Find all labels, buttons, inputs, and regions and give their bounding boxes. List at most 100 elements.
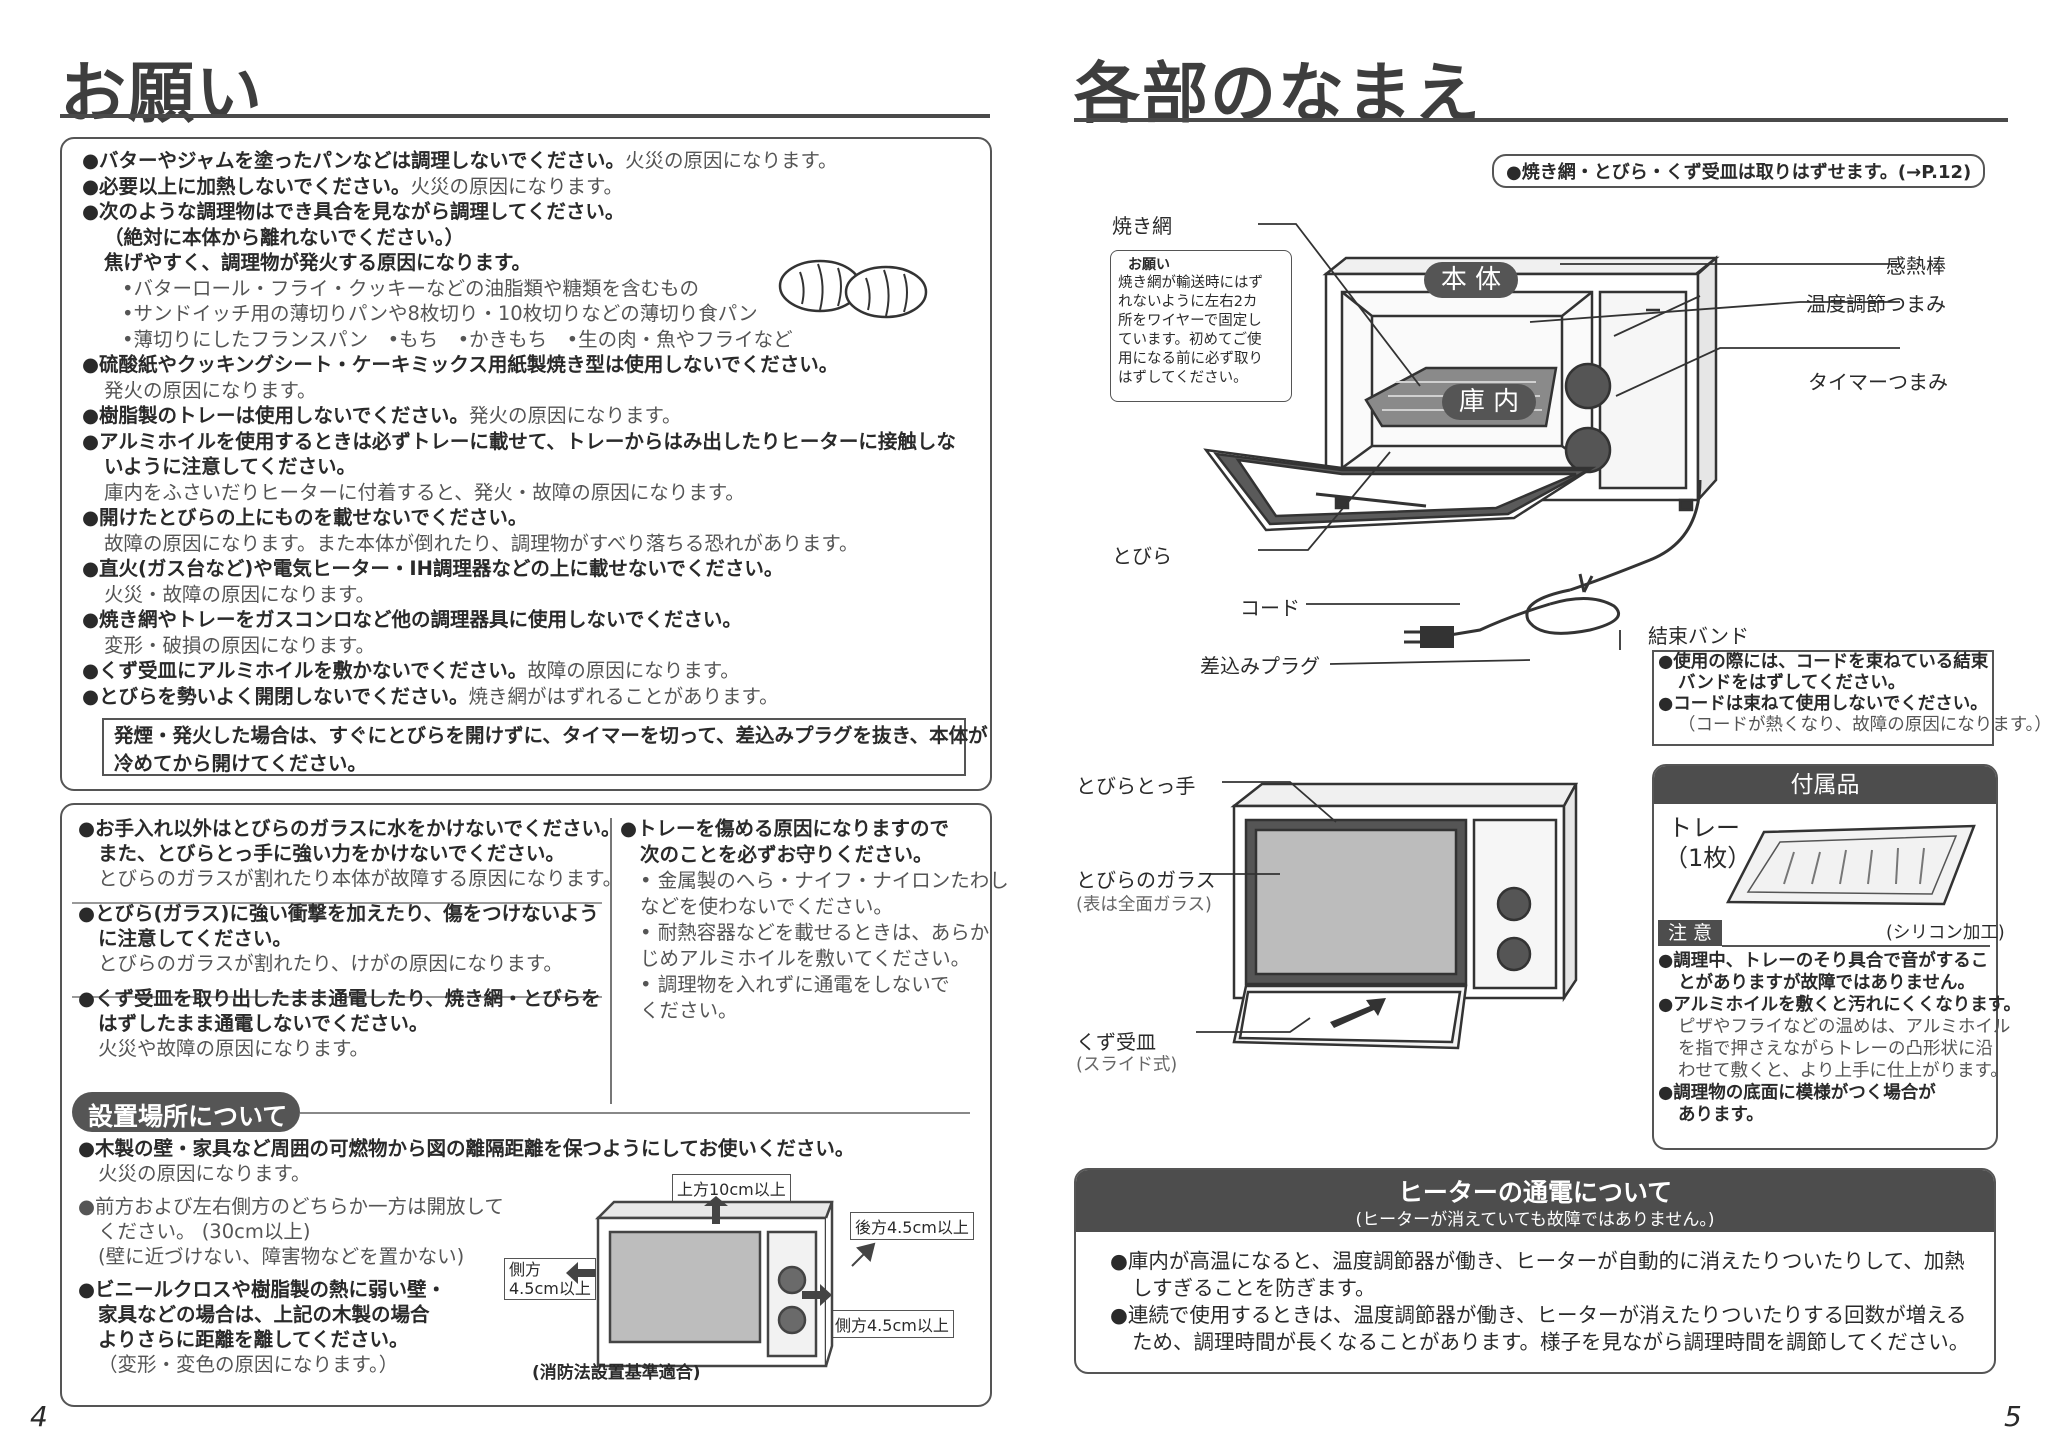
label-kuzu: くず受皿 <box>1076 1030 1156 1054</box>
leader-lines-bottom <box>1196 781 1337 1033</box>
caution-line: ●硫酸紙やクッキングシート・ケーキミックス用紙製焼き型は使用しないでください。 <box>82 352 982 378</box>
note-line-bold: ●使用の際には、コードを束ねている結束 <box>1658 652 1989 672</box>
label-glass-sub: (表は全面ガラス) <box>1076 895 1212 915</box>
placement-header-rule <box>300 1112 970 1114</box>
caution-line: （絶対に本体から離れないでください。） <box>82 225 982 251</box>
title-rule-left <box>60 114 990 118</box>
note-line-text: (壁に近づけない、障害物などを置かない) <box>98 1245 465 1268</box>
label-kessoku: 結束バンド <box>1648 624 1749 648</box>
note-line: よりさらに距離を離してください。 <box>78 1327 538 1352</box>
note-line-bold: ●調理物の底面に模様がつく場合が <box>1658 1083 1936 1103</box>
caution-line-note: •サンドイッチ用の薄切りパンや8枚切り・10枚切りなどの薄切り食パン <box>122 302 758 325</box>
column-divider <box>610 818 612 1104</box>
heater-line: しすぎることを防ぎます。 <box>1132 1276 1376 1300</box>
note-line-bold: バンドをはずしてください。 <box>1678 673 1906 693</box>
note-line: ●コードは束ねて使用しないでください。 <box>1658 694 1994 715</box>
bread-icon <box>778 259 928 319</box>
note-line: • 耐熱容器などを載せるときは、あらか <box>620 920 989 946</box>
note-line: ●くず受皿を取り出したまま通電したり、焼き網・とびらを <box>78 986 608 1011</box>
heater-title: ヒーターの通電について <box>1397 1178 1673 1207</box>
note-line-bold: あります。 <box>1678 1105 1764 1125</box>
caution-line-note: 故障の原因になります。 <box>527 659 740 682</box>
tray-illustration <box>1725 824 1976 906</box>
note-line: ●前方および左右側方のどちらか一方は開放して <box>78 1194 538 1219</box>
label-ondo: 温度調節つまみ <box>1806 292 1946 316</box>
note-line-text: を指で押さえながらトレーの凸形状に沿 <box>1678 1039 1993 1059</box>
arrow-back-icon <box>851 1242 876 1267</box>
onegai-small-line: 所をワイヤーで固定し <box>1118 313 1262 329</box>
note-line-bold: に注意してください。 <box>98 927 292 950</box>
note-line-text: ピザやフライなどの温めは、アルミホイル <box>1678 1017 2011 1037</box>
onegai-small-lines: 焼き網が輸送時にはずれないように左右2カ所をワイヤーで固定しています。初めてご使… <box>1118 274 1294 388</box>
onegai-small-line: はずしてください。 <box>1118 370 1248 386</box>
caution-line: ●必要以上に加熱しないでください。火災の原因になります。 <box>82 174 982 200</box>
note-line: 次のことを必ずお守りください。 <box>620 842 980 868</box>
caution-list-1: ●バターやジャムを塗ったパンなどは調理しないでください。火災の原因になります。●… <box>82 148 982 709</box>
caution-line-note: 変形・破損の原因になります。 <box>104 633 376 657</box>
caution-line-bold: ●次のような調理物はでき具合を見ながら調理してください。 <box>82 200 625 223</box>
note-line-text: 火災や故障の原因になります。 <box>98 1037 370 1060</box>
heater-line: ●連続で使用するときは、温度調節器が働き、ヒーターが消えたりついたりする回数が増… <box>1110 1303 1967 1327</box>
note-line: ●使用の際には、コードを束ねている結束 <box>1658 652 1994 673</box>
caution-line-bold: ●開けたとびらの上にものを載せないでください。 <box>82 506 528 529</box>
note-line-bold: はずしたまま通電しないでください。 <box>98 1012 429 1035</box>
label-timer: タイマーつまみ <box>1808 370 1948 394</box>
distance-side-left-label: 側方 4.5cm以上 <box>504 1258 596 1300</box>
arrow-right-icon <box>802 1284 832 1306</box>
note-line-bold: ●とびら(ガラス)に強い衝撃を加えたり、傷をつけないよう <box>78 902 599 925</box>
onegai-small-line: ています。初めてご使 <box>1118 332 1262 348</box>
heater-header-bg <box>1076 1170 1994 1232</box>
removable-note: ●焼き網・とびら・くず受皿は取りはずせます。(→P.12) <box>1492 154 1986 188</box>
warning-line-1: 発煙・発火した場合は、すぐにとびらを開けずに、タイマーを切って、差込みプラグを抜… <box>114 724 988 747</box>
caution-line-bold: （絶対に本体から離れないでください。） <box>104 225 465 249</box>
caution-line-bold: ●とびらを勢いよく開閉しないでください。 <box>82 684 469 708</box>
note-line-bold: ●調理中、トレーのそり具合で音がするこ <box>1658 951 1989 971</box>
caution-line-note: 故障の原因になります。また本体が倒れたり、調理物がすべり落ちる恐れがあります。 <box>104 531 859 555</box>
note-line: 火災の原因になります。 <box>78 1161 978 1186</box>
caution-line-bold: ●必要以上に加熱しないでください。 <box>82 174 411 198</box>
note-line-text: • 耐熱容器などを載せるときは、あらか <box>640 921 990 944</box>
caution-line-bold: ●くず受皿にアルミホイルを敷かないでください。 <box>82 659 528 682</box>
note-line: ピザやフライなどの温めは、アルミホイル <box>1658 1016 2010 1038</box>
onegai-small-line: 焼き網が輸送時にはず <box>1118 275 1263 291</box>
note-line: を指で押さえながらトレーの凸形状に沿 <box>1658 1038 1994 1060</box>
label-cord: コード <box>1240 596 1300 620</box>
accessory-coating: (シリコン加工) <box>1886 923 2005 943</box>
caution-line: ●次のような調理物はでき具合を見ながら調理してください。 <box>82 199 982 225</box>
note-line-text: ください。 (30cm以上) <box>98 1220 311 1243</box>
heater-line: ●庫内が高温になると、温度調節器が働き、ヒーターが自動的に消えたりついたりして、… <box>1110 1249 1965 1273</box>
note-line: (壁に近づけない、障害物などを置かない) <box>78 1244 538 1269</box>
note-line-bold: ●コードは束ねて使用しないでください。 <box>1658 694 1988 714</box>
note-line-text: とびらのガラスが割れたり本体が故障する原因になります。 <box>98 867 623 890</box>
caution-line-bold: ●樹脂製のトレーは使用しないでください。 <box>82 404 469 427</box>
note-line-text: • 金属製のへら・ナイフ・ナイロンたわし <box>640 869 1009 892</box>
note-line-bold: ●くず受皿を取り出したまま通電したり、焼き網・とびらを <box>78 987 601 1010</box>
cord-note-box <box>1652 650 1994 746</box>
note-line: • 金属製のへら・ナイフ・ナイロンたわし <box>620 868 1009 894</box>
note-line-text: ●前方および左右側方のどちらか一方は開放して <box>78 1195 504 1218</box>
note-line-text: 火災の原因になります。 <box>98 1162 311 1185</box>
label-handle: とびらとっ手 <box>1076 774 1196 798</box>
caution-line: 火災・故障の原因になります。 <box>82 582 982 608</box>
toaster-oven-door-illustration <box>1230 782 1579 1050</box>
label-yakiami: 焼き網 <box>1112 214 1172 238</box>
caution-line: •薄切りにしたフランスパン •もち •かきもち •生の肉・魚やフライなど <box>82 327 982 353</box>
note-line: また、とびらとっ手に強い力をかけないでください。 <box>78 841 608 866</box>
caution-line: ●直火(ガス台など)や電気ヒーター・IH調理器などの上に載せないでください。 <box>82 556 982 582</box>
caution-line: ●アルミホイルを使用するときは必ずトレーに載せて、トレーからはみ出したりヒーター… <box>82 429 982 455</box>
caution-line-note: •薄切りにしたフランスパン •もち •かきもち •生の肉・魚やフライなど <box>122 327 793 351</box>
note-line: わせて敷くと、より上手に仕上がります。 <box>1658 1060 2008 1082</box>
note-line-text: • 調理物を入れずに通電をしないで <box>640 973 950 996</box>
note-line: じめアルミホイルを敷いてください。 <box>620 946 980 972</box>
caution-line: ●とびらを勢いよく開閉しないでください。焼き網がはずれることがあります。 <box>82 684 982 710</box>
note-line-text: わせて敷くと、より上手に仕上がります。 <box>1678 1061 2008 1081</box>
note-line-bold: 次のことを必ずお守りください。 <box>640 843 933 866</box>
caution-line: 焦げやすく、調理物が発火する原因になります。 <box>82 250 982 276</box>
leader-lines-top <box>1258 223 1900 665</box>
onegai-small-title: お願い <box>1128 257 1170 273</box>
distance-side-left-label-1: 側方 <box>509 1260 542 1279</box>
note-line: に注意してください。 <box>78 926 608 951</box>
label-plug: 差込みプラグ <box>1200 654 1320 678</box>
note-line-bold: また、とびらとっ手に強い力をかけないでください。 <box>98 842 565 865</box>
accessory-item-1: トレー <box>1668 814 1740 842</box>
